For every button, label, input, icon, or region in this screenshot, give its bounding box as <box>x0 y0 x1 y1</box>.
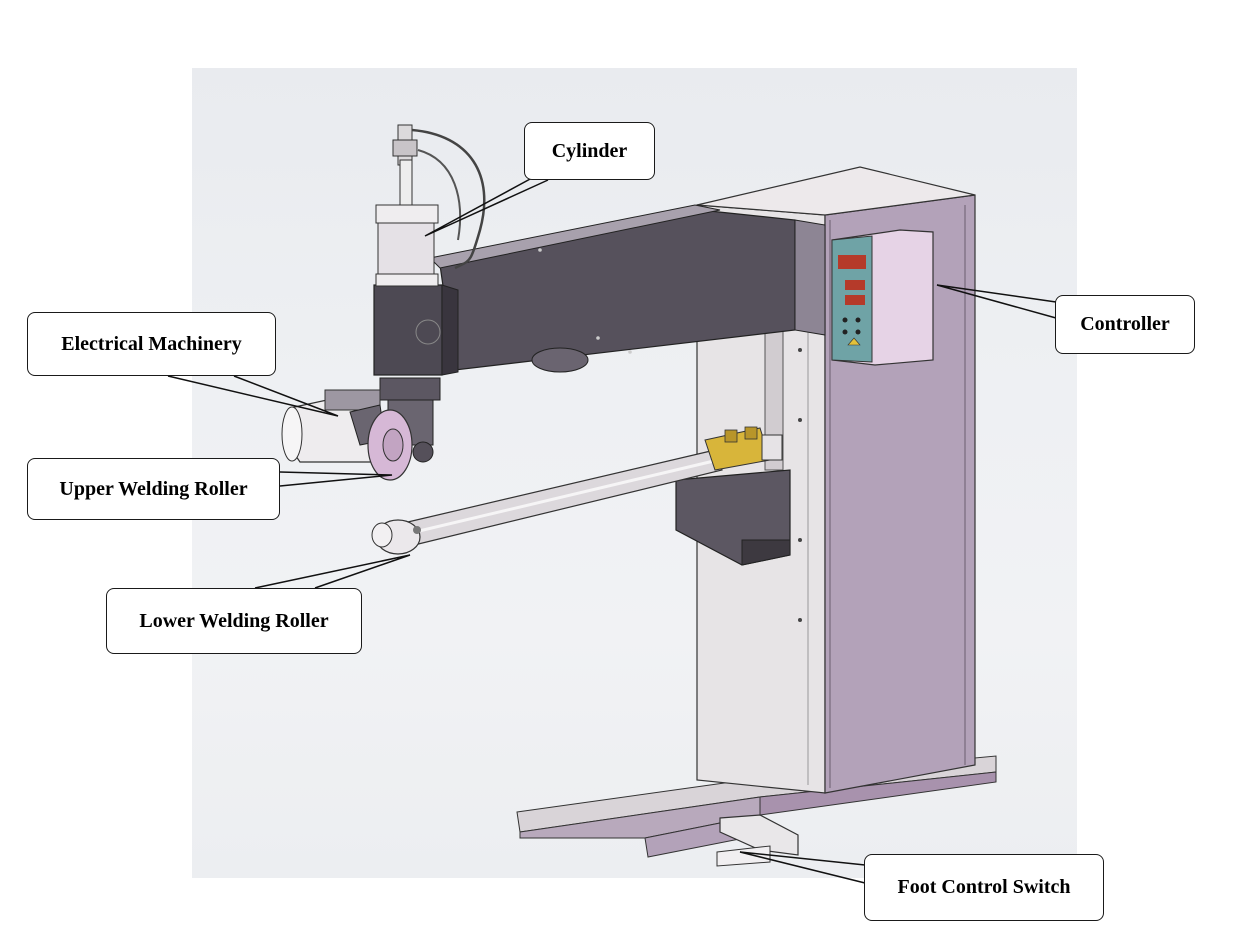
lower-welding-roller-label: Lower Welding Roller <box>139 609 329 632</box>
electrical-machinery-callout: Electrical Machinery <box>27 312 276 376</box>
cylinder-callout: Cylinder <box>524 122 655 180</box>
foot-control-switch-callout: Foot Control Switch <box>864 854 1104 921</box>
cylinder-label: Cylinder <box>551 139 628 162</box>
controller-leader-line <box>936 284 1057 319</box>
upper-roller-leader-line <box>279 471 393 487</box>
electrical-machinery-label: Electrical Machinery <box>61 332 242 355</box>
controller-callout: Controller <box>1055 295 1195 354</box>
upper-roller <box>367 409 413 481</box>
lower-arm-holder <box>675 469 791 566</box>
leader-lines <box>167 177 1057 884</box>
upper-welding-roller-callout: Upper Welding Roller <box>27 458 280 520</box>
upper-arm <box>428 204 826 373</box>
cylinder-leader-line <box>424 177 549 237</box>
lower-roller-leader-line <box>254 554 411 589</box>
electrical-motor <box>281 389 386 463</box>
upper-welding-roller-label: Upper Welding Roller <box>59 477 248 500</box>
welding-head <box>373 284 459 463</box>
controller-box <box>831 229 934 366</box>
lower-welding-arm <box>371 426 783 555</box>
foot-control-switch-label: Foot Control Switch <box>897 876 1071 898</box>
electrical-machinery-leader-line <box>167 375 339 417</box>
lower-welding-roller-callout: Lower Welding Roller <box>106 588 362 654</box>
pneumatic-cylinder <box>375 124 486 287</box>
controller-label: Controller <box>1080 313 1170 335</box>
foot-switch-leader-line <box>739 851 866 884</box>
foot-switch <box>716 814 799 867</box>
